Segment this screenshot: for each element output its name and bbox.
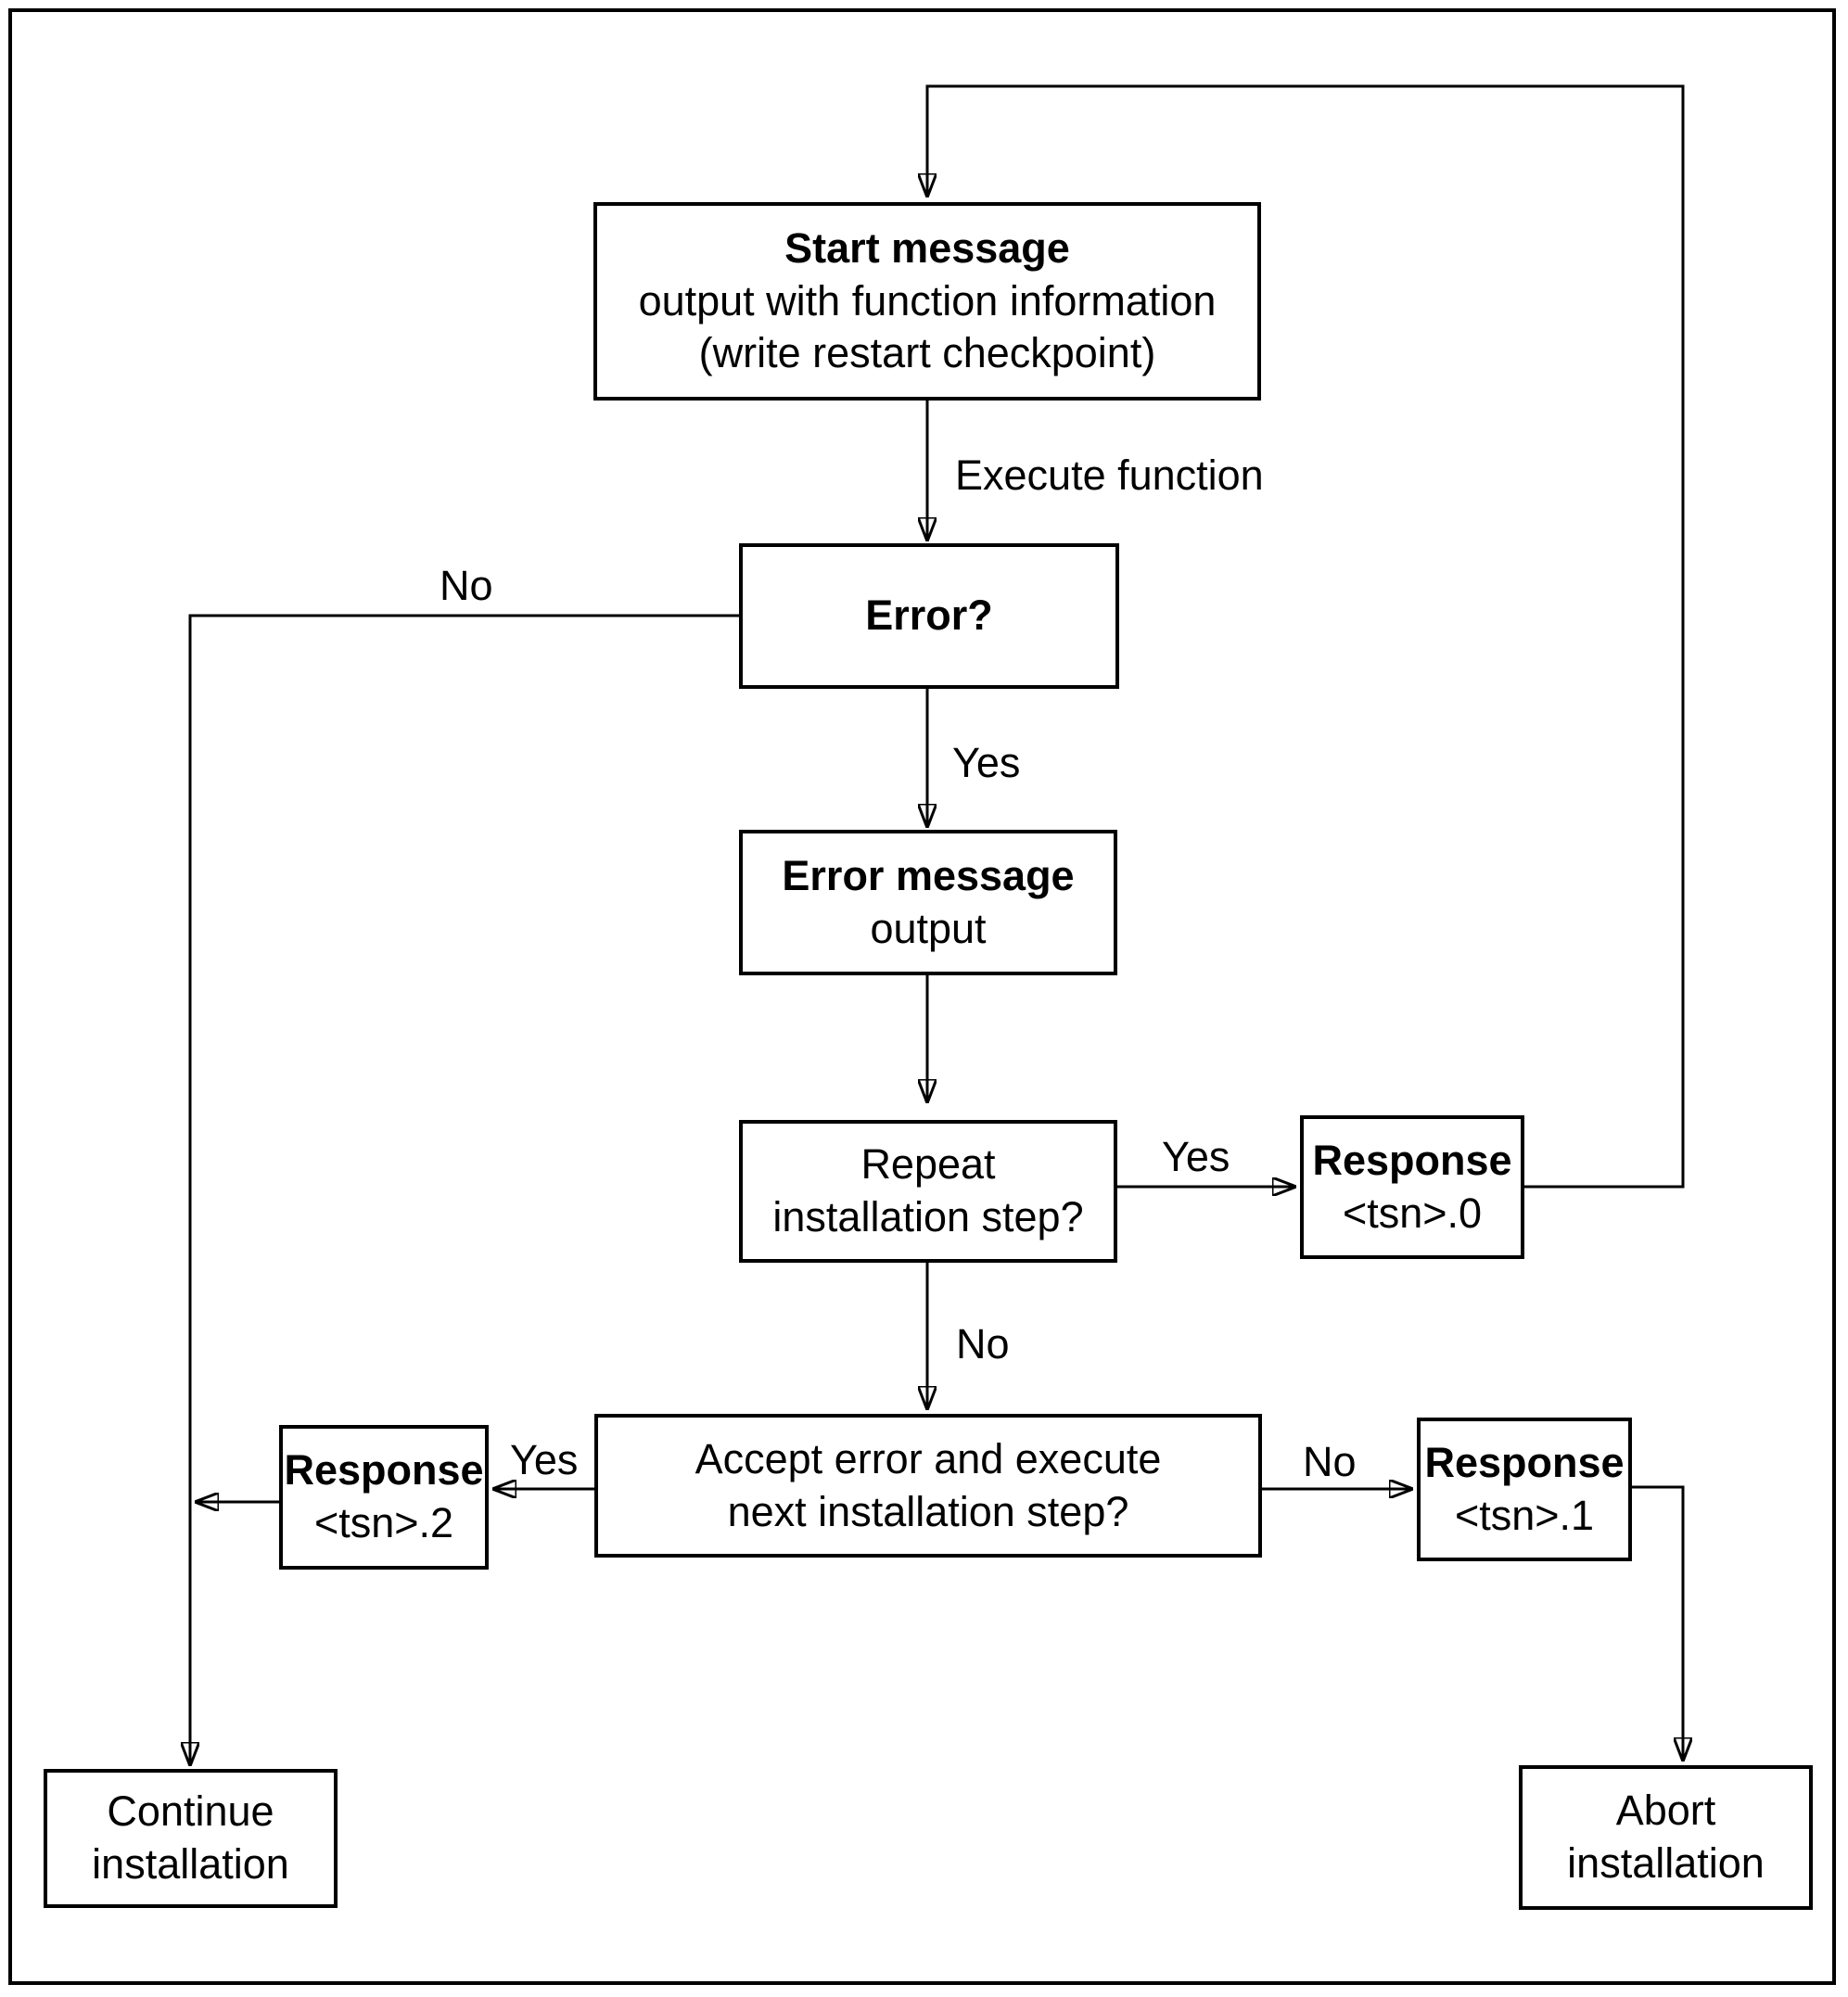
label-accept-no: No xyxy=(1303,1438,1357,1485)
node-response-tsn1: Response <tsn>.1 xyxy=(1417,1418,1632,1561)
node-response-tsn2: Response <tsn>.2 xyxy=(279,1425,489,1570)
node-response-tsn0-value: <tsn>.0 xyxy=(1342,1189,1483,1237)
node-response-tsn0-title: Response xyxy=(1312,1136,1512,1184)
node-response-tsn0: Response <tsn>.0 xyxy=(1300,1115,1524,1259)
node-start-message-line3: (write restart checkpoint) xyxy=(698,329,1156,377)
node-continue-installation-line2: installation xyxy=(92,1840,289,1888)
node-error-message-title: Error message xyxy=(782,851,1075,899)
node-response-tsn1-value: <tsn>.1 xyxy=(1454,1491,1595,1539)
node-continue-installation-line1: Continue xyxy=(107,1787,274,1836)
node-response-tsn2-value: <tsn>.2 xyxy=(313,1499,454,1546)
node-repeat-decision: Repeat installation step? xyxy=(739,1120,1117,1263)
label-repeat-no: No xyxy=(956,1320,1010,1367)
node-continue-installation: Continue installation xyxy=(44,1769,338,1908)
node-abort-installation-line2: installation xyxy=(1567,1839,1765,1887)
node-repeat-decision-line1: Repeat xyxy=(860,1140,996,1189)
edge-error-no-to-continue xyxy=(190,614,739,1766)
outer-border xyxy=(8,8,1836,1985)
node-error-decision-title: Error? xyxy=(865,591,993,640)
label-accept-yes: Yes xyxy=(510,1436,579,1483)
label-execute-function: Execute function xyxy=(955,452,1264,499)
node-start-message-title: Start message xyxy=(784,223,1070,272)
node-error-message-line2: output xyxy=(870,904,987,952)
node-abort-installation-line1: Abort xyxy=(1615,1787,1716,1835)
node-error-message: Error message output xyxy=(739,830,1117,975)
label-repeat-yes: Yes xyxy=(1162,1133,1230,1180)
node-accept-decision-line1: Accept error and execute xyxy=(695,1434,1162,1482)
node-response-tsn2-title: Response xyxy=(284,1446,484,1495)
node-start-message: Start message output with function infor… xyxy=(593,202,1261,401)
node-accept-decision: Accept error and execute next installati… xyxy=(594,1414,1262,1558)
label-error-yes: Yes xyxy=(952,739,1021,786)
node-abort-installation: Abort installation xyxy=(1519,1765,1813,1910)
node-accept-decision-line2: next installation step? xyxy=(727,1487,1129,1535)
edge-response1-to-abort xyxy=(1632,1485,1683,1762)
edge-response0-loop-to-start xyxy=(927,84,1685,1189)
node-response-tsn1-title: Response xyxy=(1424,1438,1625,1486)
label-error-no: No xyxy=(440,562,493,609)
node-error-decision: Error? xyxy=(739,543,1119,689)
node-repeat-decision-line2: installation step? xyxy=(772,1193,1084,1240)
node-start-message-line2: output with function information xyxy=(638,276,1217,324)
